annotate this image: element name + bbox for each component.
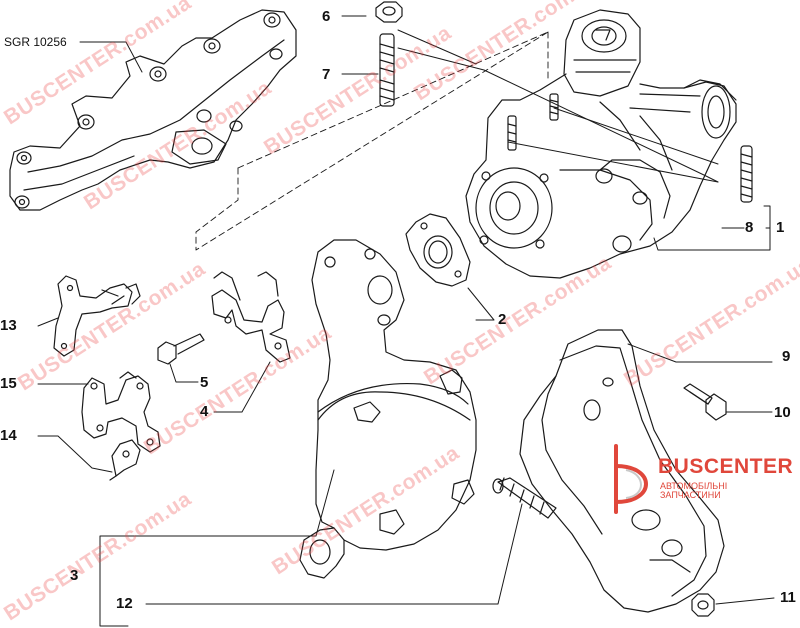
callout-13: 13 [0, 317, 17, 334]
logo-brand-text: BUSCENTER [658, 455, 794, 478]
nut-6 [375, 1, 403, 23]
bracket-14 [109, 439, 141, 481]
catalytic-converter-3 [299, 239, 477, 579]
callout-4: 4 [200, 403, 209, 420]
callout-6: 6 [322, 8, 331, 25]
logo-tagline: АВТОМОБІЛЬНІ ЗАПЧАСТИНИ [660, 481, 728, 500]
buscenter-logo: BUSCENTER АВТОМОБІЛЬНІ ЗАПЧАСТИНИ [606, 440, 793, 520]
callout-12: 12 [116, 595, 133, 612]
stud-8 [740, 145, 753, 203]
assembly-guide-lines [195, 31, 549, 251]
callout-15: 15 [0, 375, 17, 392]
callout-1: 1 [776, 219, 785, 236]
stud-7 [379, 33, 395, 107]
callout-2: 2 [498, 311, 507, 328]
callout-11: 11 [780, 589, 796, 606]
heat-shield-9 [519, 329, 725, 613]
callout-8: 8 [745, 219, 754, 236]
logo-emblem-icon [614, 444, 648, 514]
callout-10: 10 [774, 404, 791, 421]
callout-9: 9 [782, 348, 791, 365]
leader-lines [37, 15, 775, 627]
callout-14: 14 [0, 427, 17, 444]
bracket-4 [211, 271, 291, 363]
callout-3: 3 [70, 567, 79, 584]
bracket-13 [53, 275, 141, 357]
stud-12 [492, 477, 557, 519]
callout-7: 7 [322, 66, 331, 83]
bracket-15 [81, 371, 161, 453]
reference-code-label: SGR 10256 [4, 35, 67, 49]
exhaust-manifold [9, 9, 297, 211]
bolt-5 [157, 333, 205, 365]
nut-11 [691, 593, 715, 617]
gasket-2 [405, 213, 471, 287]
callout-5: 5 [200, 374, 209, 391]
bolt-10 [683, 383, 727, 421]
